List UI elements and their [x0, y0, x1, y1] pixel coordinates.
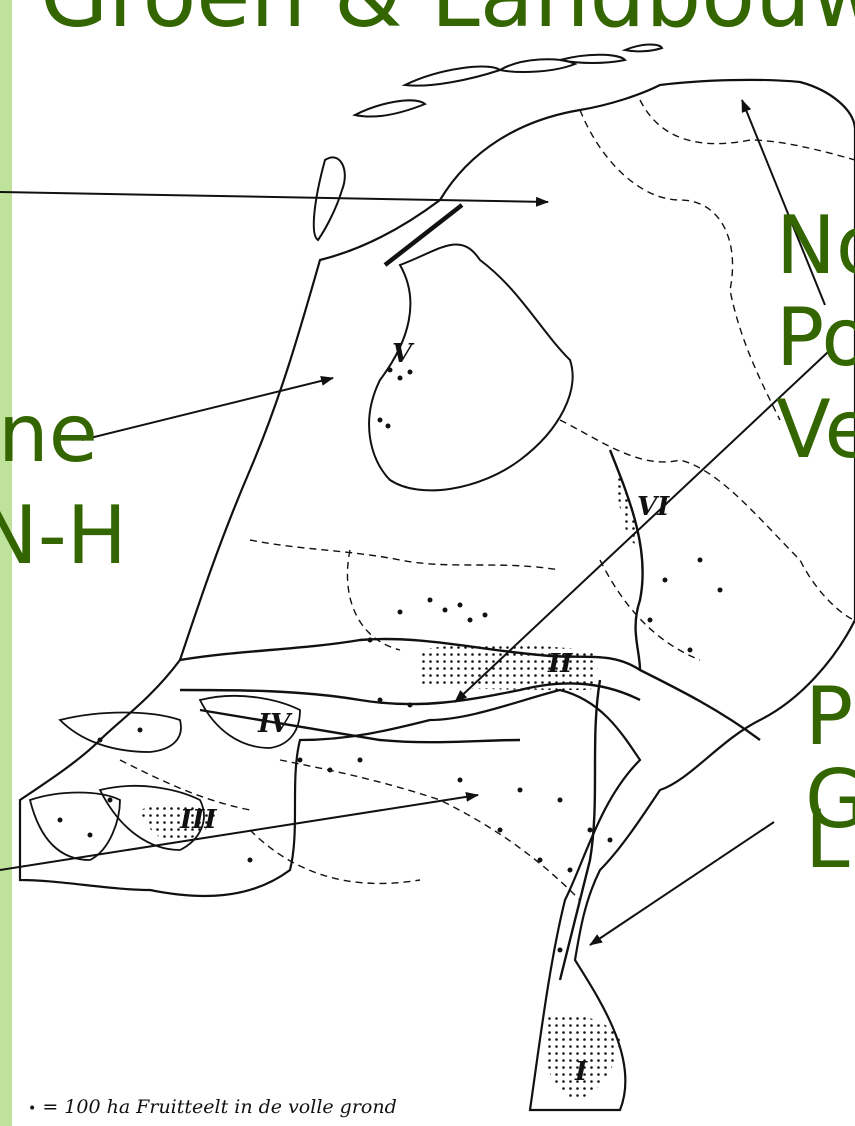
arrow-groningen [741, 99, 826, 306]
region-numeral: VI [637, 492, 670, 522]
fruit-dots [57, 367, 723, 953]
region-numeral: II [547, 649, 573, 679]
arrow-brabant [0, 791, 479, 871]
arrow-friesland [0, 191, 549, 207]
ijsselmeer [368, 243, 574, 492]
label-left-2: N-H [0, 489, 127, 582]
legend-dot-symbol: • [28, 1101, 37, 1117]
region-numerals: V VI II IV III I [179, 339, 670, 1087]
label-right-top-1: No [776, 199, 855, 292]
country-outline [18, 78, 855, 1112]
region-numeral: IV [257, 709, 293, 739]
label-right-top-3: Ve [776, 383, 855, 476]
province-borders [119, 99, 855, 901]
wadden-islands [312, 43, 664, 242]
label-right-bottom-3: L [805, 793, 850, 886]
afsluitdijk [383, 203, 464, 267]
map-legend: • = 100 ha Fruitteelt in de volle grond [28, 1096, 397, 1118]
label-right-top-2: Po [776, 291, 855, 384]
arrow-limburg [589, 821, 775, 946]
legend-text: = 100 ha Fruitteelt in de volle grond [42, 1096, 397, 1118]
arrow-noord-holland [81, 376, 334, 441]
label-right-bottom-2: G [805, 753, 855, 846]
label-right-bottom-1: P [805, 670, 854, 763]
region-numeral: V [392, 339, 415, 369]
annotation-arrows [0, 99, 829, 946]
arrow-betuwe [454, 351, 829, 703]
dense-fruit-areas [140, 470, 637, 1100]
slide-title: Groen & Landbouw [40, 0, 855, 40]
region-numeral: III [179, 805, 217, 835]
region-numeral: I [574, 1057, 588, 1087]
label-left-1: ne [0, 387, 98, 480]
sidebar-bar [0, 0, 12, 1126]
